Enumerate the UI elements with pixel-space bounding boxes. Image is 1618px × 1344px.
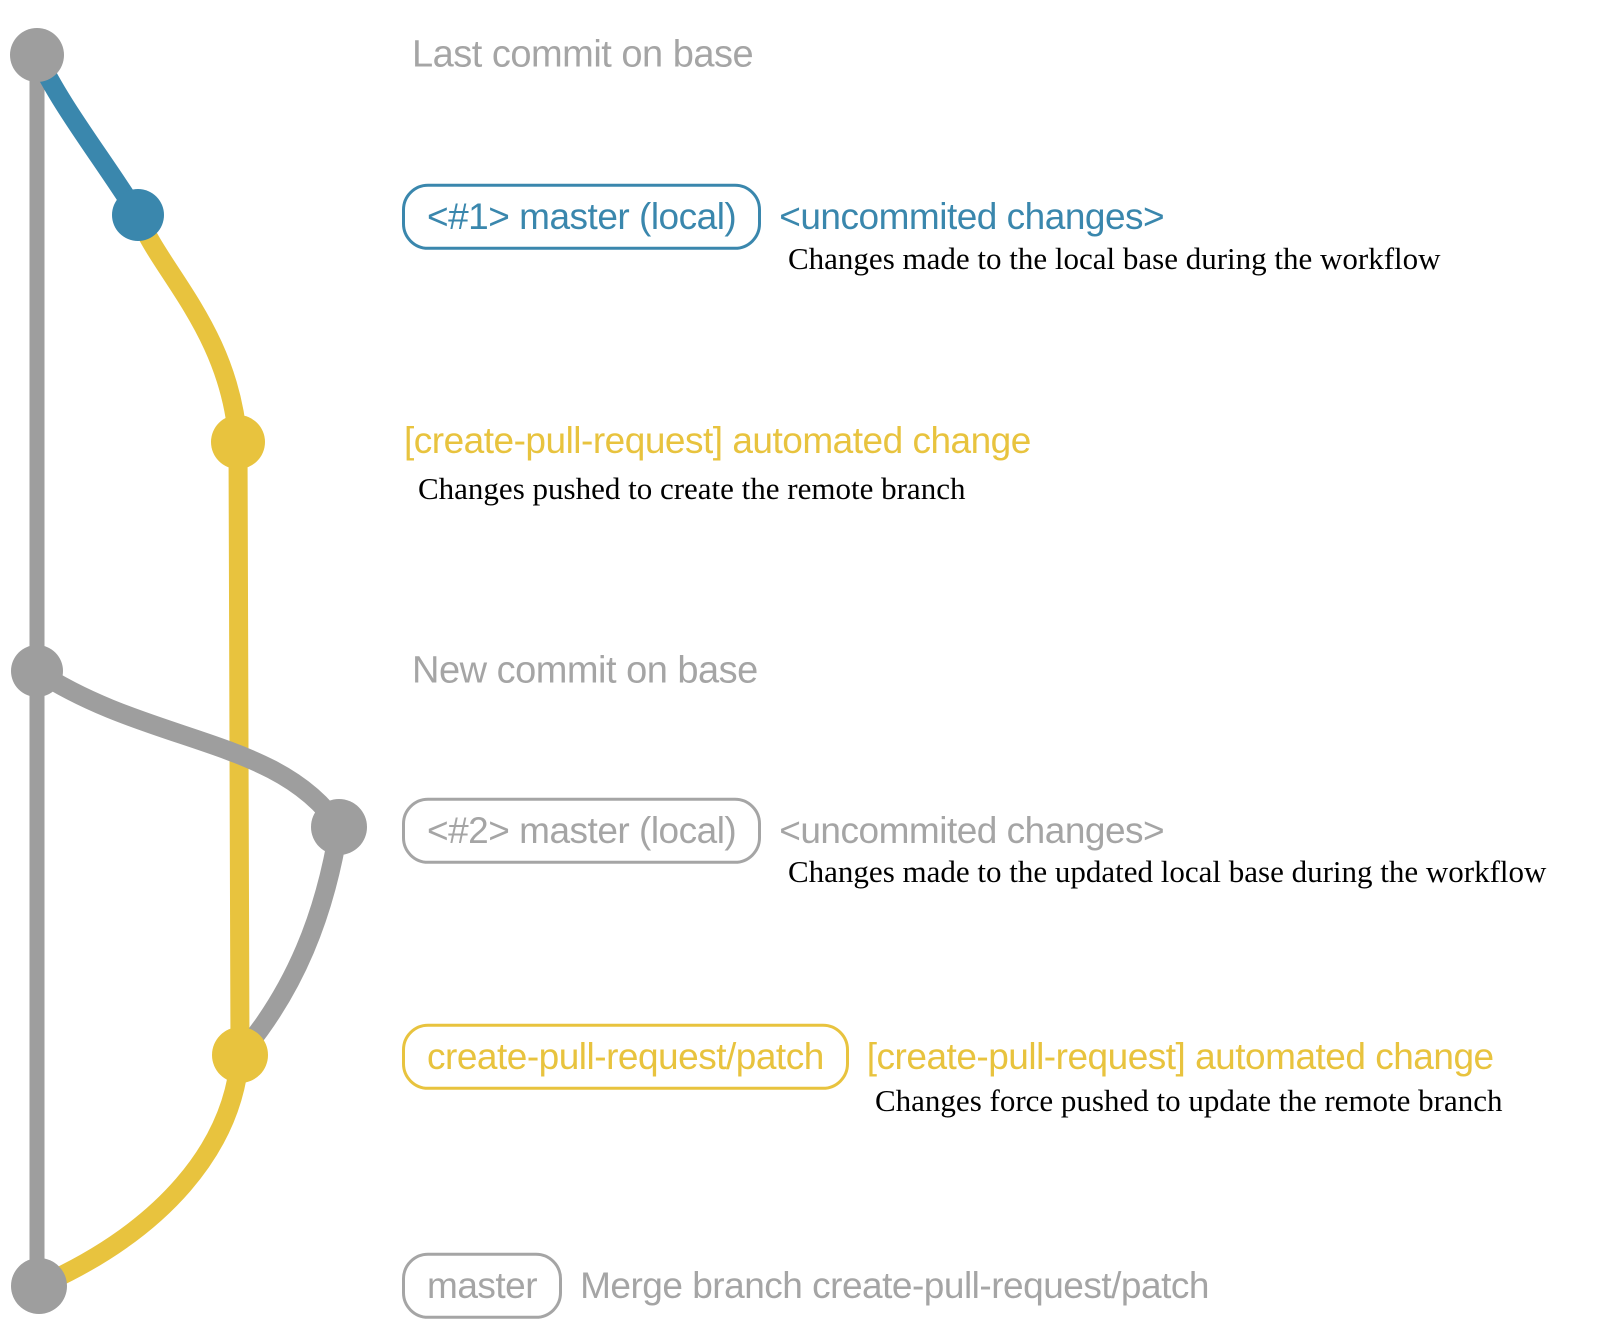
commit-dot-new-commit-on-base	[11, 645, 63, 697]
commit-message-automated-1: [create-pull-request] automated change	[404, 419, 1031, 461]
row-automated-change-2: create-pull-request/patch [create-pull-r…	[402, 1023, 1494, 1091]
row-automated-change-1: [create-pull-request] automated change	[404, 419, 1031, 463]
note-last-commit-on-base: Last commit on base	[412, 33, 754, 76]
commit-message-uncommited-1: <uncommited changes>	[779, 195, 1165, 237]
patch-branch-merge-curve	[38, 1045, 250, 1292]
row-local-master-1: <#1> master (local) <uncommited changes>	[402, 183, 1165, 251]
commit-message-uncommited-2: <uncommited changes>	[779, 809, 1165, 851]
commit-dot-local-master-2	[311, 799, 367, 855]
description-uncommited-1: Changes made to the local base during th…	[788, 241, 1441, 276]
description-uncommited-2: Changes made to the updated local base d…	[788, 854, 1547, 889]
branch-badge-patch: create-pull-request/patch	[402, 1023, 849, 1091]
branch-badge-local-master-1: <#1> master (local)	[402, 183, 762, 251]
row-merge-commit: master Merge branch create-pull-request/…	[402, 1252, 1209, 1320]
commit-dot-merge-commit	[11, 1258, 67, 1314]
commit-dot-automated-change-1	[211, 415, 265, 469]
commit-dot-local-master-1	[112, 189, 164, 241]
local-branch-2-merge-curve	[230, 817, 349, 1065]
branch-badge-master: master	[402, 1252, 563, 1320]
description-automated-1: Changes pushed to create the remote bran…	[418, 471, 966, 506]
row-local-master-2: <#2> master (local) <uncommited changes>	[402, 797, 1165, 865]
branch-badge-local-master-2: <#2> master (local)	[402, 797, 762, 865]
description-automated-2: Changes force pushed to update the remot…	[875, 1083, 1503, 1118]
local-branch-1-curve	[27, 45, 148, 225]
note-new-commit-on-base: New commit on base	[412, 649, 758, 692]
local-branch-2-curve	[27, 661, 349, 837]
patch-branch-line	[128, 205, 250, 1065]
commit-message-automated-2: [create-pull-request] automated change	[866, 1035, 1494, 1077]
commit-dot-last-commit-on-base	[10, 28, 64, 82]
commit-message-merge: Merge branch create-pull-request/patch	[580, 1264, 1209, 1306]
commit-dot-automated-change-2	[212, 1027, 268, 1083]
